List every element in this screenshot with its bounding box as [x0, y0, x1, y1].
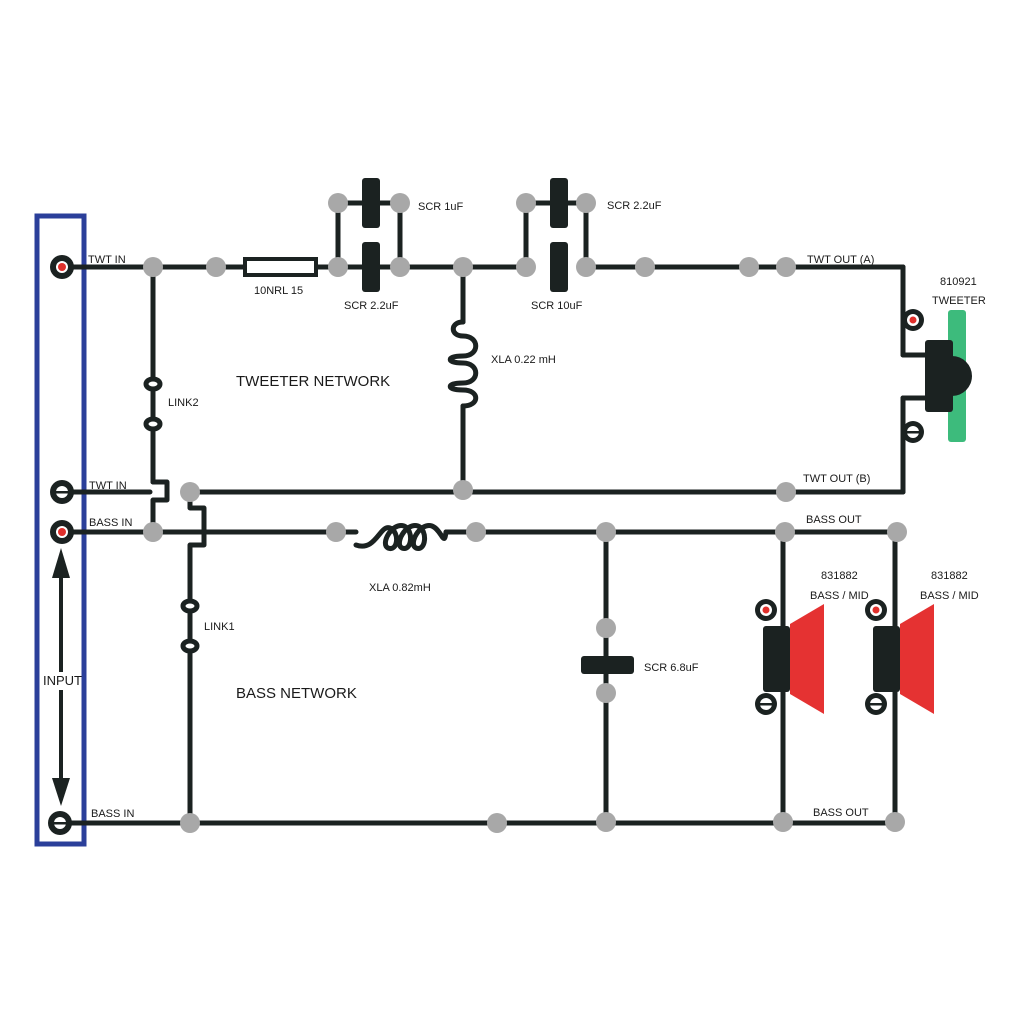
bass-in-top-label: BASS IN: [89, 517, 132, 529]
cap-scr-1uf-label: SCR 1uF: [418, 201, 464, 213]
bass-out-bottom-label: BASS OUT: [813, 807, 869, 819]
twt-out-a-label: TWT OUT (A): [807, 254, 874, 266]
input-terminal-bass-in-positive: [50, 520, 74, 544]
link1-label: LINK1: [204, 621, 235, 633]
tweeter-name-label: TWEETER: [932, 295, 986, 307]
capacitor-scr-1uf: [362, 178, 380, 228]
input-arrow-up-icon: [52, 548, 70, 672]
cap-scr-10uf-label: SCR 10uF: [531, 300, 583, 312]
link1-bottom-icon: [180, 638, 200, 654]
inductor-xla-0-82mh: [353, 523, 449, 551]
bass-out-top-label: BASS OUT: [806, 514, 862, 526]
cap-scr-2-2uf-a-label: SCR 2.2uF: [344, 300, 399, 312]
woofer2-model-label: 831882: [931, 570, 968, 582]
input-terminal-bass-in-negative: [48, 811, 72, 835]
link2-top-icon: [143, 376, 163, 392]
input-terminal-twt-in-negative: [50, 480, 74, 504]
junction-nodes: [143, 193, 907, 833]
link1-top-icon: [180, 598, 200, 614]
input-terminal-twt-in-positive: [50, 255, 74, 279]
resistor-10nrl15: [243, 257, 318, 277]
woofer1-name-label: BASS / MID: [810, 590, 869, 602]
woofer2-name-label: BASS / MID: [920, 590, 979, 602]
link2-label: LINK2: [168, 397, 199, 409]
capacitor-scr-2-2uf-b: [550, 178, 568, 228]
bass-in-bottom-label: BASS IN: [91, 808, 134, 820]
tweeter-icon: [902, 309, 972, 443]
input-label: INPUT: [43, 673, 82, 688]
input-arrow-down-icon: [52, 690, 70, 806]
capacitor-scr-10uf: [550, 242, 568, 292]
twt-in-top-label: TWT IN: [88, 254, 126, 266]
link2-bottom-icon: [143, 416, 163, 432]
tweeter-model-label: 810921: [940, 276, 977, 288]
cap-scr-6-8uf-label: SCR 6.8uF: [644, 662, 699, 674]
twt-out-b-label: TWT OUT (B): [803, 473, 870, 485]
bass-network-title: BASS NETWORK: [236, 685, 357, 702]
capacitor-scr-2-2uf-a: [362, 242, 380, 292]
inductor-xla-0-22mh: [447, 319, 479, 409]
capacitor-scr-6-8uf: [581, 656, 634, 674]
twt-in-mid-label: TWT IN: [89, 480, 127, 492]
resistor-label: 10NRL 15: [254, 285, 303, 297]
inductor-bass-label: XLA 0.82mH: [369, 582, 431, 594]
woofer-2-icon: [865, 599, 934, 715]
woofer-1-icon: [755, 599, 824, 715]
woofer1-model-label: 831882: [821, 570, 858, 582]
wires: [59, 200, 933, 826]
tweeter-network-title: TWEETER NETWORK: [236, 373, 390, 390]
cap-scr-2-2uf-b-label: SCR 2.2uF: [607, 200, 662, 212]
inductor-tweeter-label: XLA 0.22 mH: [491, 354, 556, 366]
